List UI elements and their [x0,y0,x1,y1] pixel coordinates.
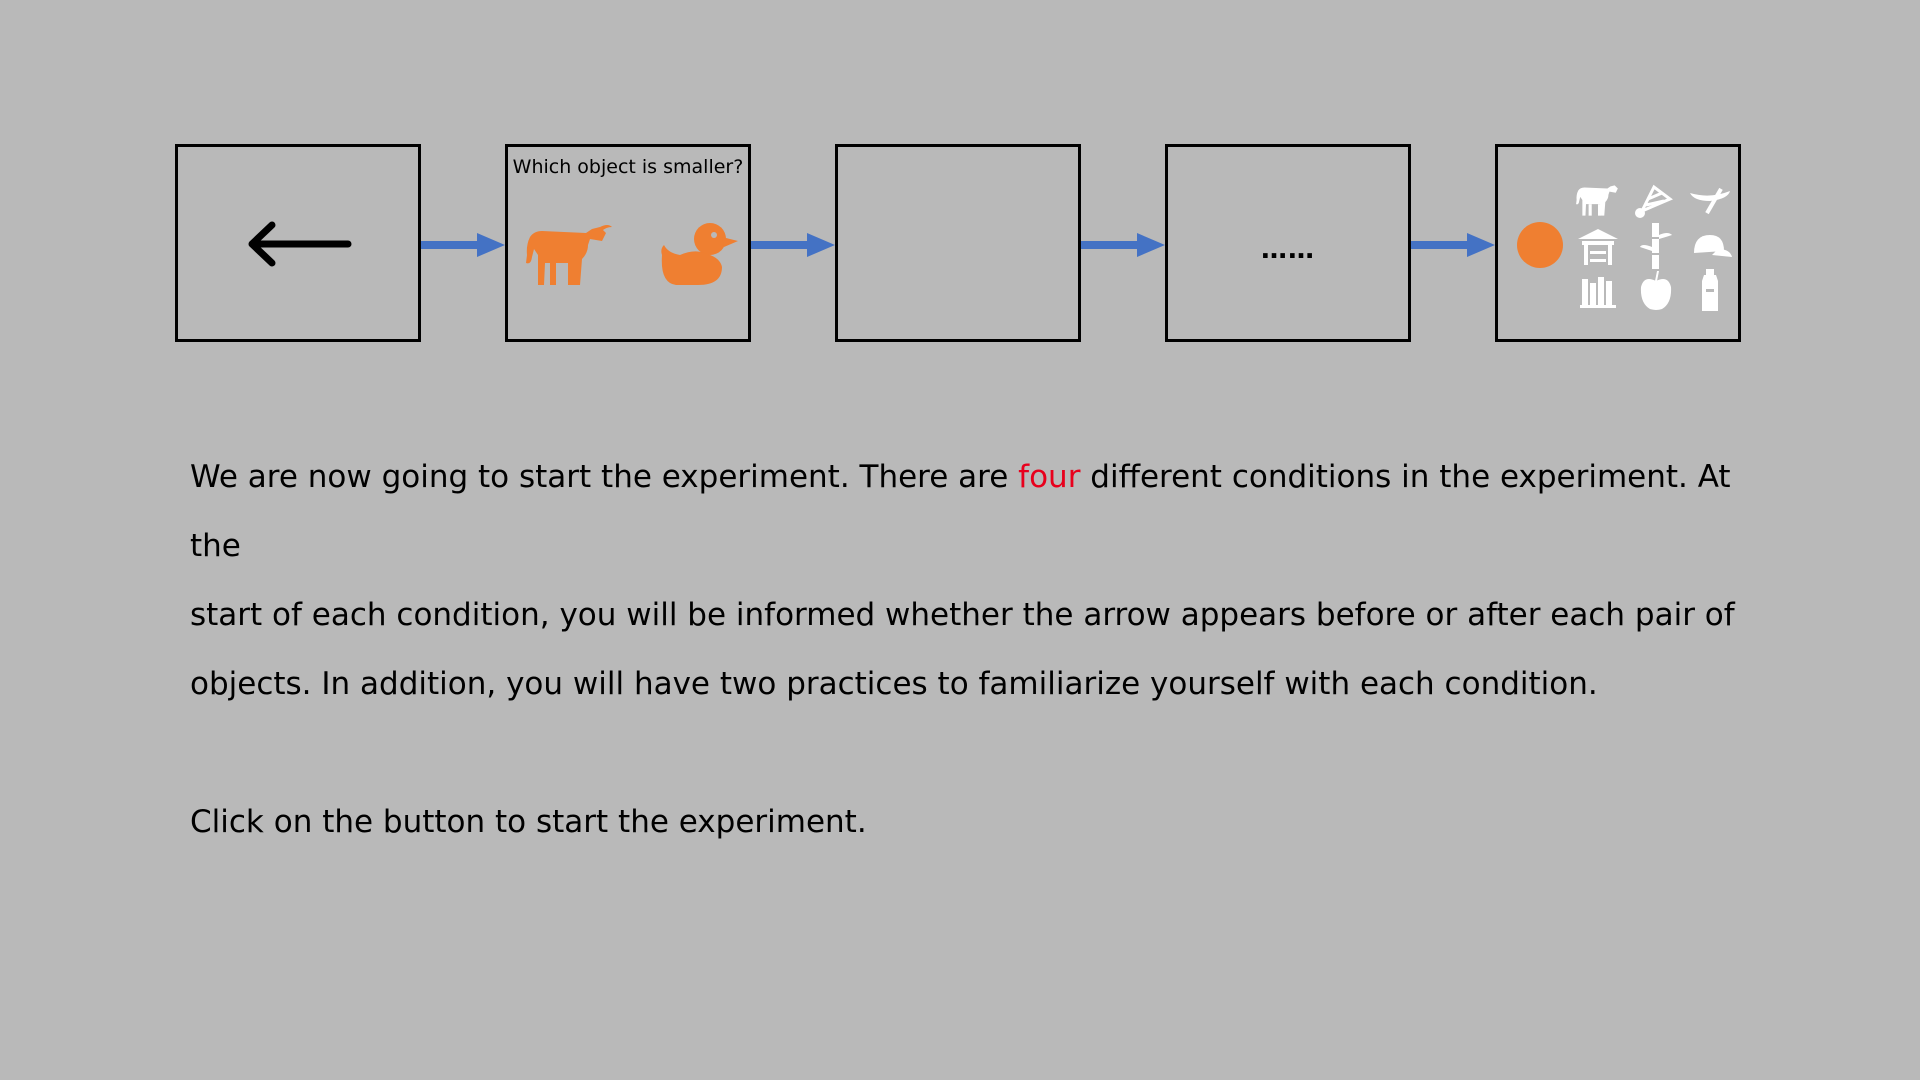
cow-icon [526,225,612,285]
blank-frame [835,144,1081,342]
instructions-text: We are now going to start the experiment… [190,443,1750,857]
cap-icon [1694,235,1732,257]
books-icon [1580,277,1616,308]
bottle-icon [1702,269,1718,311]
pavilion-icon [1578,229,1618,265]
response-frame [1495,144,1741,342]
instruction-line-1: We are now going to start the experiment… [190,459,1731,564]
ellipsis-text: …… [1261,235,1315,265]
question-text: Which object is smaller? [512,156,744,178]
blue-arrow-icon [751,233,835,257]
cue-frame [175,144,421,342]
instruction-line-3: objects. In addition, you will have two … [190,666,1598,702]
bamboo-icon [1640,223,1672,269]
apple-icon [1640,271,1672,310]
left-arrow-icon [248,221,352,267]
blue-arrow-icon [1411,233,1495,257]
orange-dot-icon [1517,222,1563,268]
duck-icon [661,223,738,285]
condition-count-highlight: four [1018,459,1081,495]
paragraph-spacer [190,719,1750,788]
canoe-icon [1690,187,1730,215]
continuation-frame: …… [1165,144,1411,342]
instruction-line-2: start of each condition, you will be inf… [190,597,1735,633]
cow-icon [1576,185,1618,216]
badminton-shuttlecock-icon [1635,184,1673,218]
blue-arrow-icon [1081,233,1165,257]
blue-arrow-icon [421,233,505,257]
trial-sequence-diagram: Which object is smaller? …… [0,0,1920,360]
start-prompt: Click on the button to start the experim… [190,804,867,840]
question-frame: Which object is smaller? [505,144,751,342]
